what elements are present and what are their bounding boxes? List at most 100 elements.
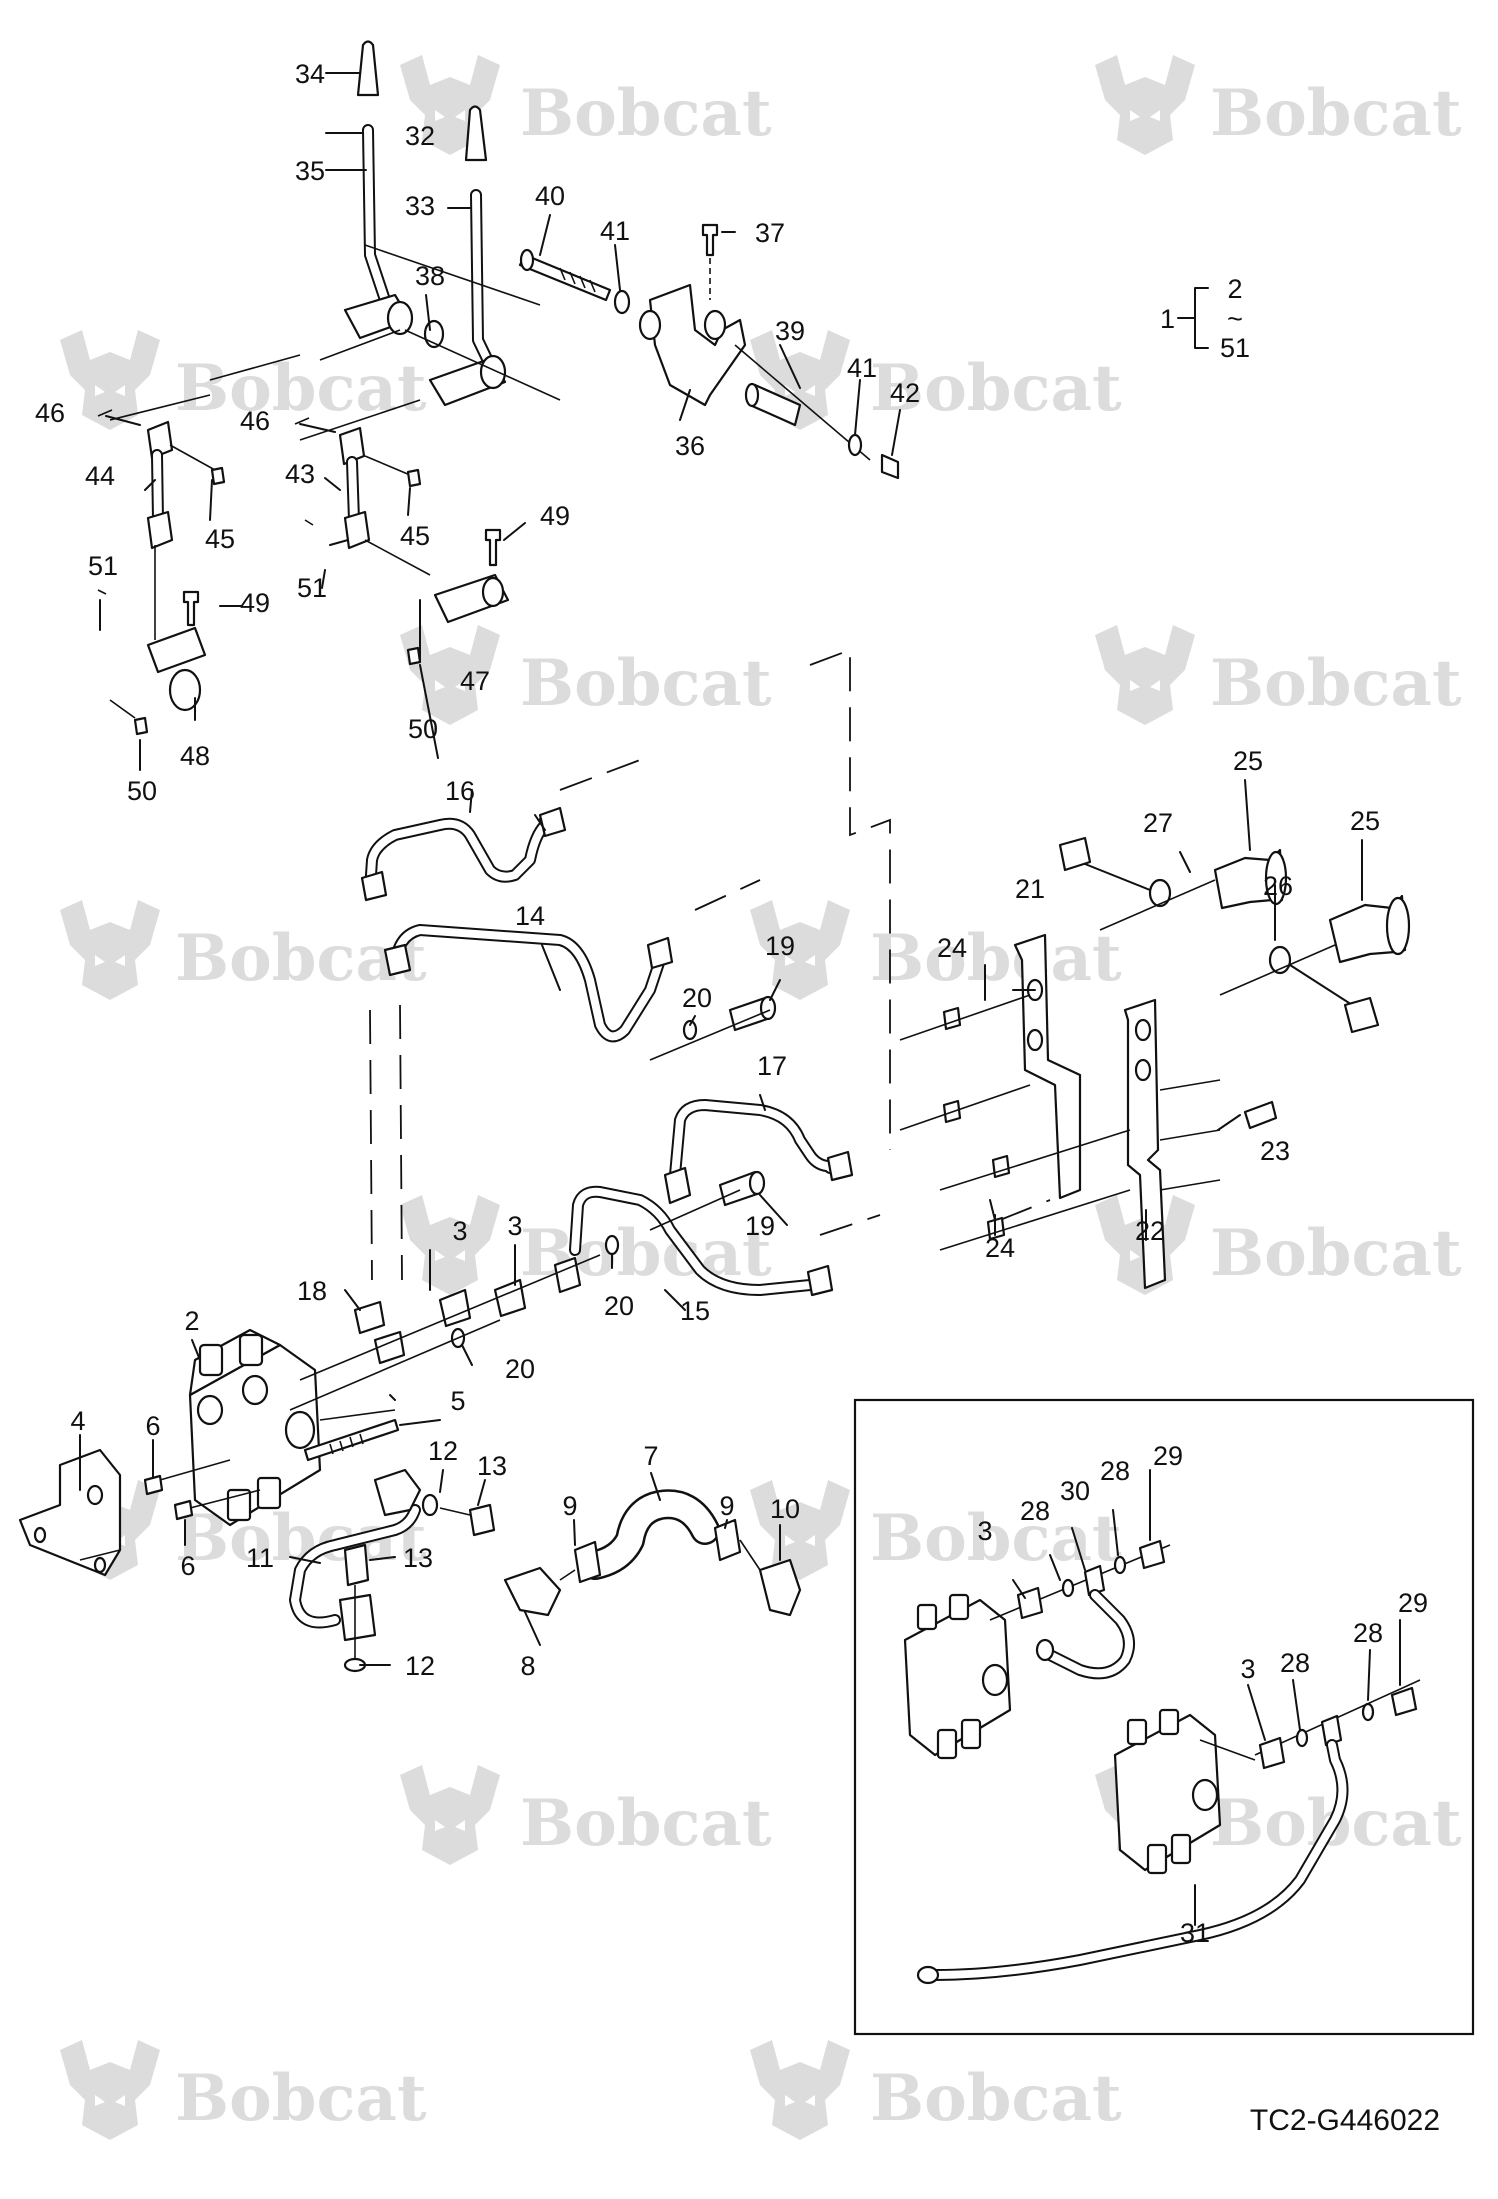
callout-3: 3	[452, 1216, 467, 1246]
inset-oring-28-d	[1361, 1702, 1375, 1722]
callout-7: 7	[643, 1441, 658, 1471]
callout-9: 9	[719, 1491, 734, 1521]
clevis-43-bottom	[343, 510, 371, 550]
callout-35: 35	[295, 156, 325, 186]
callout-49: 49	[240, 588, 270, 618]
callout-15: 15	[680, 1296, 710, 1326]
callout-33: 33	[405, 191, 435, 221]
callout-2: 2	[184, 1306, 199, 1336]
callout-11: 11	[246, 1543, 274, 1573]
mount-plate-4	[18, 1448, 122, 1577]
bolt-49-right	[484, 528, 502, 567]
callout-45: 45	[400, 521, 430, 551]
leader-lines	[79, 72, 1401, 1926]
bobcat-logo-icon	[60, 2040, 160, 2140]
callout-46: 46	[35, 398, 65, 428]
callout-16: 16	[445, 776, 475, 806]
callout-13: 13	[477, 1451, 507, 1481]
fitting-18	[353, 1300, 386, 1335]
callout-42: 42	[890, 378, 920, 408]
callout-14: 14	[515, 901, 545, 931]
callout-6: 6	[145, 1411, 160, 1441]
inset-plug-29-upper	[1138, 1539, 1166, 1570]
inset-plug-29-lower	[1390, 1686, 1418, 1717]
inset-valve-lower	[1113, 1713, 1222, 1872]
callout-47: 47	[460, 666, 490, 696]
callout-41: 41	[847, 353, 877, 383]
dust-cap-top	[1058, 836, 1092, 872]
bobcat-logo-icon	[1095, 625, 1195, 725]
inset-callout-29: 29	[1153, 1441, 1183, 1471]
callout-41: 41	[600, 216, 630, 246]
bracket-36	[648, 283, 747, 407]
bolt-6-b	[173, 1499, 194, 1521]
assembly-bracket	[1177, 287, 1209, 349]
inset-callout-28: 28	[1100, 1456, 1130, 1486]
watermark-layer: Bobcat Bobcat Bobcat Bobcat Bobcat Bobca…	[60, 55, 1462, 2140]
callout-12: 12	[405, 1651, 435, 1681]
callout-range-sep: ~	[1227, 304, 1243, 334]
callout-34: 34	[295, 59, 325, 89]
inset-callout-28: 28	[1020, 1496, 1050, 1526]
inset-tee-30	[1083, 1564, 1106, 1597]
nut-42	[880, 453, 900, 480]
callout-27: 27	[1143, 808, 1173, 838]
ring-27	[1148, 878, 1172, 908]
fitting-3-a	[438, 1288, 472, 1328]
callout-12: 12	[428, 1436, 458, 1466]
oring-20-top	[682, 1019, 698, 1041]
callout-40: 40	[535, 181, 565, 211]
dust-cap-strap-top	[1074, 859, 1151, 891]
pipe-16	[364, 814, 551, 896]
callout-numbers: 1 2 ~ 51 2 3 3 4 5 6 6 7 8 9 9 10 11 12 …	[35, 59, 1428, 1948]
oring-20-mid	[604, 1234, 620, 1256]
dust-cap-strap-bottom	[1289, 964, 1361, 1011]
lever-knob-34	[356, 40, 380, 97]
inset-callout-28: 28	[1280, 1648, 1310, 1678]
inset-callout-28: 28	[1353, 1618, 1383, 1648]
pipe-14	[389, 924, 666, 1043]
cotter-46-left	[97, 409, 113, 417]
callout-9: 9	[562, 1491, 577, 1521]
callout-25: 25	[1350, 806, 1380, 836]
inset-callout-29: 29	[1398, 1588, 1428, 1618]
callout-4: 4	[70, 1406, 85, 1436]
callout-38: 38	[415, 261, 445, 291]
assembly-guide-lines	[369, 648, 1051, 1281]
callout-20: 20	[682, 983, 712, 1013]
bracket-21	[1013, 933, 1082, 1200]
watermark-text: Bobcat	[175, 351, 427, 426]
callout-range-from: 2	[1227, 274, 1242, 304]
callout-24: 24	[937, 933, 967, 963]
callout-22: 22	[1135, 1216, 1165, 1246]
elbow-8	[503, 1566, 562, 1617]
callout-26: 26	[1263, 871, 1293, 901]
callout-17: 17	[757, 1051, 787, 1081]
bolt-23	[1243, 1100, 1278, 1130]
pin-45-left	[210, 466, 226, 486]
callout-range-to: 51	[1220, 333, 1250, 363]
inset-frame	[853, 1398, 1475, 2036]
callout-6: 6	[180, 1551, 195, 1581]
bobcat-logo-icon	[400, 1195, 500, 1295]
callout-19: 19	[765, 931, 795, 961]
callout-1: 1	[1160, 304, 1175, 334]
inset-valve-upper	[903, 1598, 1012, 1757]
bolt-49-left	[182, 590, 200, 627]
watermark-text: Bobcat	[1210, 1216, 1462, 1291]
inset-callout-3: 3	[977, 1516, 992, 1546]
callout-37: 37	[755, 218, 785, 248]
hose-clamp-9-b	[713, 1518, 742, 1562]
nut-24-a	[942, 1006, 962, 1031]
watermark-text: Bobcat	[520, 646, 772, 721]
callout-3: 3	[507, 1211, 522, 1241]
callout-13: 13	[403, 1543, 433, 1573]
coupler-bracket-assembly	[899, 836, 1411, 1290]
callout-25: 25	[1233, 746, 1263, 776]
callout-45: 45	[205, 524, 235, 554]
hydraulic-pipes	[360, 806, 854, 1349]
callout-48: 48	[180, 741, 210, 771]
bobcat-logo-icon	[60, 900, 160, 1000]
